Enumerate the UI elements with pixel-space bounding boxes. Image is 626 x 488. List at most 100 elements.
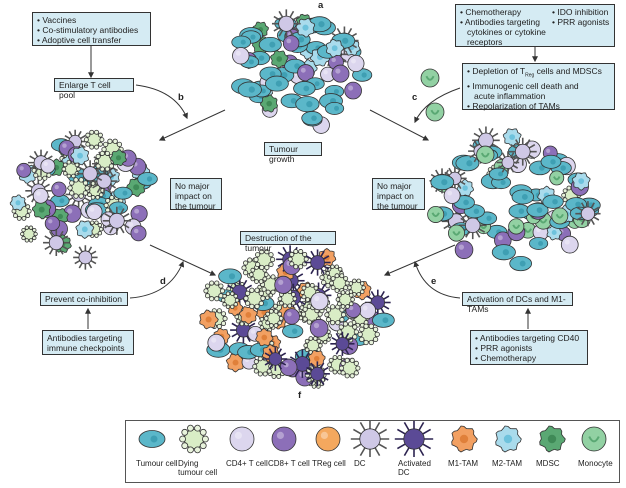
- cd8-cell: [344, 81, 362, 100]
- panel-letter-d: d: [160, 276, 166, 287]
- cd4-icon: [229, 426, 255, 452]
- m2-cell: [495, 425, 522, 453]
- m2-cell: [456, 178, 475, 197]
- tumour-cell: [218, 268, 242, 285]
- legend-label: M1-TAM: [448, 459, 479, 468]
- tumour-cell: [295, 96, 320, 113]
- cd8-cell: [331, 64, 350, 83]
- panel-letter-e: e: [431, 276, 437, 287]
- cd4-cell: [207, 333, 226, 352]
- mono-icon: [581, 426, 607, 452]
- legend-label: M2-TAM: [492, 459, 523, 468]
- tumour-cluster-a: [231, 9, 373, 134]
- effect-text: Depletion of T: [472, 66, 526, 76]
- treg-icon: [315, 426, 341, 452]
- m1-icon: [451, 425, 478, 453]
- cd4-cell: [359, 302, 377, 319]
- dying-cell: [300, 282, 320, 302]
- m1-cell: [199, 309, 219, 330]
- tumour-cell: [113, 186, 133, 200]
- enlarge-pool-box: Enlarge T cell pool: [54, 78, 134, 100]
- tumour-cell: [526, 202, 549, 218]
- dying-cell: [243, 287, 266, 309]
- dc-cell: [271, 9, 301, 39]
- cd8-cell: [51, 181, 67, 197]
- dying-cell: [67, 177, 90, 199]
- dc-icon: [350, 421, 390, 457]
- dc-cell: [73, 245, 98, 270]
- tumour-cell: [282, 324, 304, 339]
- therapy-item: PRR agonists: [475, 343, 583, 353]
- tumour-cluster-b: [9, 129, 158, 270]
- m2-cell: [571, 172, 591, 191]
- mono-cell: [551, 207, 569, 225]
- prevent-coinhibition-box: Prevent co-inhibition: [40, 292, 128, 306]
- panel-letter-f: f: [298, 390, 302, 401]
- tumour-cell: [430, 174, 455, 191]
- myeloid-effects-box: Depletion of TReg cells and MDSCs Immuno…: [462, 63, 615, 111]
- mono-cell: [425, 102, 445, 122]
- mono-cell: [420, 68, 440, 88]
- cd8-icon: [271, 426, 297, 452]
- tumour-cluster-f: [199, 245, 395, 389]
- dying-cell: [338, 357, 361, 379]
- cd8-cell: [274, 275, 293, 294]
- tumour-cell: [529, 237, 549, 250]
- dying-cell: [20, 225, 38, 243]
- arrow-d: [129, 260, 185, 299]
- cd4-cell: [229, 426, 255, 452]
- legend-label: Monocyte: [578, 459, 613, 468]
- dying-cell: [287, 249, 309, 270]
- tumour-cell: [540, 154, 562, 169]
- mono-cell: [427, 205, 445, 223]
- tumour-cell: [264, 75, 289, 92]
- legend-label: CD8+ T cell: [268, 459, 310, 468]
- therapy-item: IDO inhibition: [552, 7, 609, 17]
- therapy-item: Chemotherapy: [460, 7, 546, 17]
- legend-label: Dying tumour cell: [178, 459, 218, 477]
- dying-cell: [303, 336, 323, 355]
- dying-cell: [329, 273, 350, 293]
- mono-cell: [581, 426, 607, 452]
- therapy-item: Vaccines: [37, 15, 146, 25]
- dc-cell: [350, 421, 390, 457]
- cd8-cell: [309, 318, 329, 338]
- arrow-left-to-f: [149, 244, 217, 276]
- tumour-cell: [231, 35, 252, 49]
- therapy-item-cont: cytokines or cytokine: [467, 27, 546, 37]
- no-impact-left-box: No major impact on the tumour: [170, 178, 222, 211]
- mono-cell: [448, 224, 465, 242]
- arrow-right-to-f: [383, 244, 456, 276]
- therapy-item-cont: receptors: [467, 37, 503, 47]
- treg-cell: [315, 426, 341, 452]
- cd8-cell: [283, 308, 300, 325]
- tumour-cell: [137, 172, 158, 186]
- effect-item-cont: acute inflammation: [474, 90, 546, 101]
- mdsc-cell: [110, 149, 127, 167]
- dc-cell: [575, 201, 601, 227]
- legend-label: CD4+ T cell: [226, 459, 268, 468]
- tumour-cell: [50, 194, 70, 208]
- dying-cell: [253, 249, 276, 271]
- cd8-cell: [130, 225, 147, 242]
- mdsc-icon: [539, 425, 566, 453]
- cd8-cell: [454, 240, 474, 260]
- mono-cell: [476, 145, 495, 164]
- cd8-cell: [271, 426, 297, 452]
- cd4-cell: [443, 187, 461, 204]
- activation-box: Activation of DCs and M1-TAMs: [462, 292, 573, 314]
- therapy-item: Chemotherapy: [475, 353, 583, 363]
- legend-label: Activated DC: [398, 459, 431, 477]
- legend-label: MDSC: [536, 459, 560, 468]
- panel-letter-b: b: [178, 92, 184, 103]
- tumour-cell: [491, 244, 516, 261]
- tumour-cell: [301, 111, 323, 126]
- tumour-cell: [508, 203, 531, 219]
- legend-label: TReg cell: [312, 459, 346, 468]
- m2-cell: [9, 194, 27, 211]
- tumour-cell: [293, 81, 316, 96]
- tumour-cell: [258, 36, 282, 53]
- cd4-cell: [32, 187, 49, 204]
